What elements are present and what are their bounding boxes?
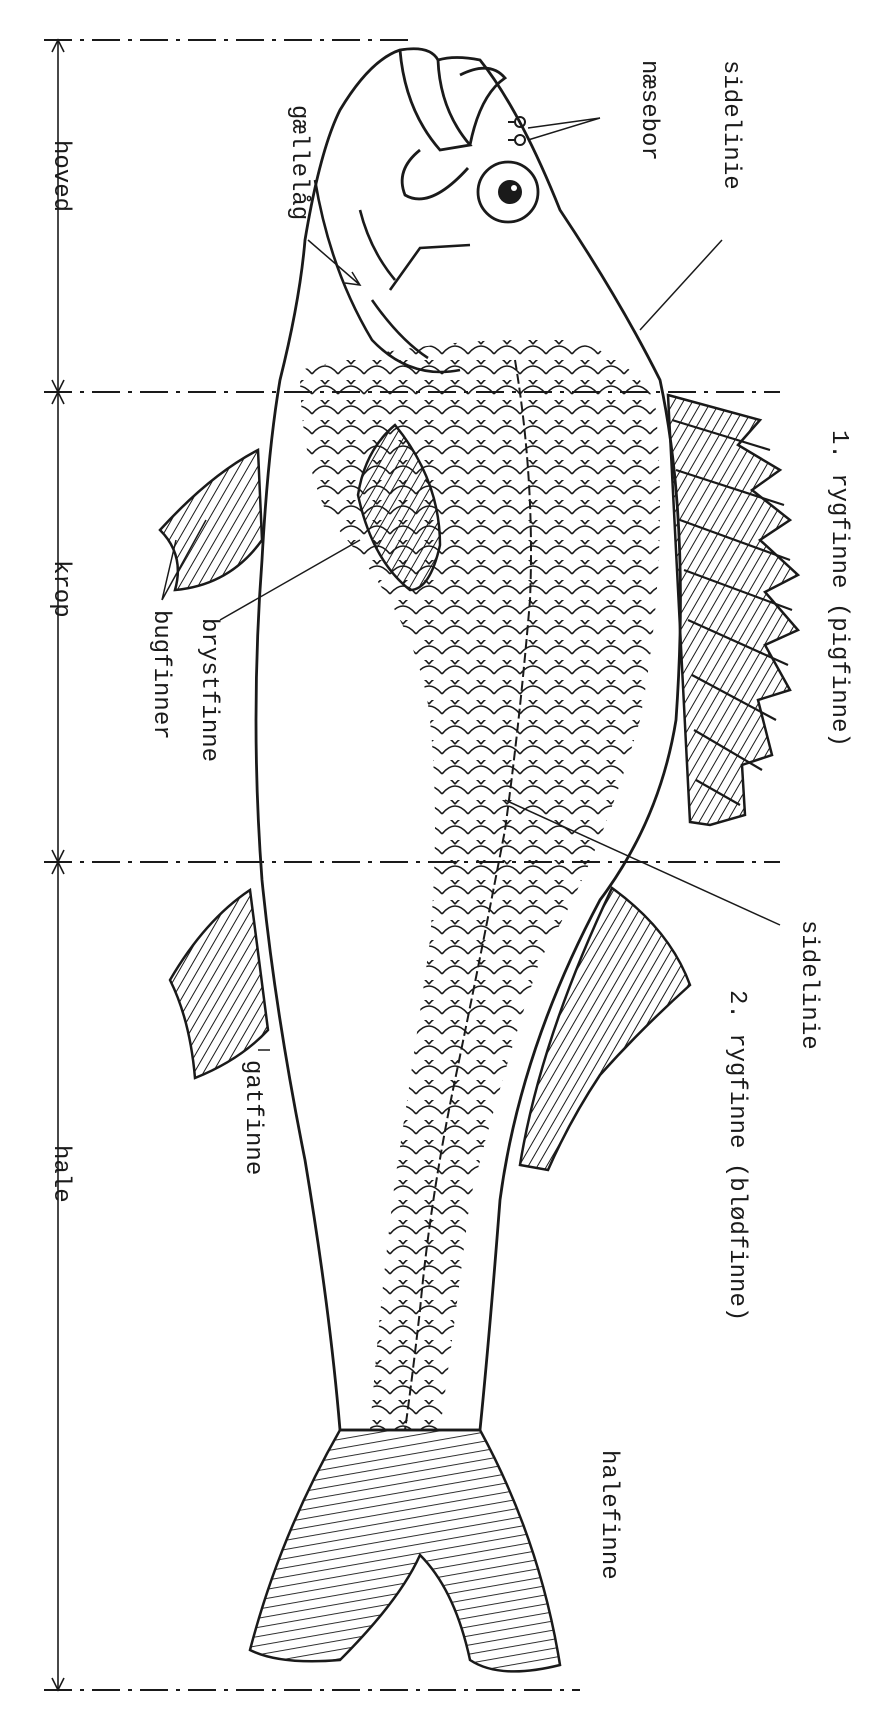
leader-gaellelaag	[308, 240, 360, 285]
label-gaellelaag: gællelåg	[286, 105, 310, 220]
label-gatfinne: gatfinne	[240, 1060, 264, 1175]
label-rygfinne-2: 2. rygfinne (blødfinne)	[724, 990, 748, 1321]
rygfinne-1-shape	[668, 395, 798, 825]
eye	[478, 162, 538, 222]
leader-sidelinie-top	[640, 240, 722, 330]
halefinne-shape	[250, 1430, 560, 1671]
gill-cover	[315, 180, 470, 372]
label-naesebor: næsebor	[636, 60, 660, 161]
label-krop: krop	[48, 560, 72, 618]
label-brystfinne: brystfinne	[196, 618, 220, 762]
nostrils	[508, 117, 525, 145]
gatfinne-shape	[170, 890, 268, 1078]
label-hale: hale	[48, 1145, 72, 1203]
measure-line	[52, 40, 64, 1690]
label-sidelinie-top: sidelinie	[718, 60, 742, 190]
leader-naesebor	[528, 118, 600, 140]
scales-area	[300, 339, 660, 1430]
label-halefinne: halefinne	[596, 1450, 620, 1580]
label-bugfinner: bugfinner	[148, 610, 172, 740]
bugfinner-shape	[160, 450, 262, 590]
label-rygfinne-1: 1. rygfinne (pigfinne)	[826, 430, 850, 747]
label-sidelinie-mid: sidelinie	[796, 920, 820, 1050]
label-hoved: hoved	[48, 140, 72, 212]
